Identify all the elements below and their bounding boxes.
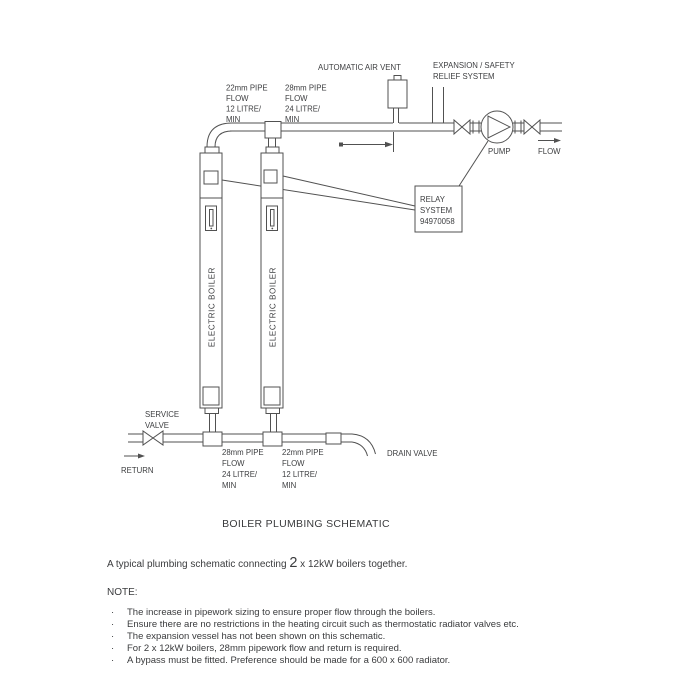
boiler-right-display	[263, 169, 278, 184]
pipe-bottom-left-label-1: 28mm PIPE	[222, 448, 264, 457]
dimension-arrow	[339, 132, 394, 152]
drain-curve-outer	[351, 433, 376, 455]
boiler-right-control-slot	[270, 209, 275, 227]
pipe-top-right-label-2: FLOW	[285, 94, 308, 103]
pump-triangle	[487, 115, 512, 139]
pump-to-relay-line	[458, 140, 489, 187]
air-vent-label: AUTOMATIC AIR VENT	[318, 63, 401, 72]
pipe-top-right-label-3: 24 LITRE/	[285, 105, 321, 114]
return-arrow	[124, 453, 145, 459]
boiler-left-bottom-connection	[202, 407, 223, 447]
pump-inlet-valve	[453, 118, 480, 136]
boiler-right-label: ELECTRIC BOILER	[269, 267, 278, 347]
diagram-labels: AUTOMATIC AIR VENT EXPANSION / SAFETY RE…	[121, 61, 561, 490]
bullet-icon: ·	[111, 631, 115, 642]
bullet-icon: ·	[111, 619, 115, 630]
pipe-bottom-left-label-2: FLOW	[222, 459, 245, 468]
drain-valve-label: DRAIN VALVE	[387, 449, 437, 458]
description-part2: x 12kW boilers together.	[297, 559, 408, 570]
boiler-left-to-relay-line	[221, 179, 416, 211]
pipe-coupling	[325, 432, 342, 445]
pipe-top-left-label-2: FLOW	[226, 94, 249, 103]
pump-label: PUMP	[488, 147, 511, 156]
pipe-top-right-label-1: 28mm PIPE	[285, 84, 327, 93]
drain-curve-inner	[351, 441, 368, 457]
bullet-icon: ·	[111, 655, 115, 666]
top-flow-pipe	[206, 122, 562, 148]
boiler-left-control-slot	[209, 209, 214, 227]
boiler-left-top-flange	[204, 146, 220, 154]
description-part1: A typical plumbing schematic connecting	[107, 559, 290, 570]
pipe-top-left-label-4: MIN	[226, 115, 240, 124]
expansion-label-line1: EXPANSION / SAFETY	[433, 61, 516, 70]
pipe-bottom-left-label-3: 24 LITRE/	[222, 470, 258, 479]
note-item: · For 2 x 12kW boilers, 28mm pipework fl…	[111, 643, 671, 655]
service-valve-label-line1: SERVICE	[145, 410, 179, 419]
boiler-left-control-panel	[205, 205, 217, 231]
boiler-right-control-panel	[266, 205, 278, 231]
boiler-right-to-relay-line	[282, 175, 416, 207]
description-highlight: 2	[289, 555, 298, 571]
boiler-right-top-connection	[264, 121, 282, 154]
elbow-outer	[206, 122, 233, 148]
pump	[480, 110, 514, 144]
pipe-bottom-right-label-2: FLOW	[282, 459, 305, 468]
elbow-inner	[214, 130, 233, 148]
air-vent	[387, 75, 408, 123]
pump-outlet-valve	[514, 118, 541, 136]
bottom-tee-right	[262, 431, 283, 447]
note-item-text: The increase in pipework sizing to ensur…	[127, 607, 436, 618]
flow-arrow	[538, 138, 561, 143]
schematic-caption: BOILER PLUMBING SCHEMATIC	[222, 518, 390, 530]
note-heading: NOTE:	[107, 587, 138, 598]
expansion-label-line2: RELIEF SYSTEM	[433, 72, 495, 81]
pipe-bottom-right-label-4: MIN	[282, 481, 296, 490]
pump-circle	[480, 110, 514, 144]
description-text: A typical plumbing schematic connecting …	[107, 556, 407, 572]
pipe-bottom-right-label-1: 22mm PIPE	[282, 448, 324, 457]
pipe-top-left-label-1: 22mm PIPE	[226, 84, 268, 93]
pipe-bottom-right-label-3: 12 LITRE/	[282, 470, 318, 479]
air-vent-body	[387, 79, 408, 109]
note-item: · The expansion vessel has not been show…	[111, 631, 671, 643]
relay-label-line1: RELAY	[420, 195, 446, 204]
note-item-text: The expansion vessel has not been shown …	[127, 631, 386, 642]
relay-label-line2: SYSTEM	[420, 206, 452, 215]
return-label: RETURN	[121, 466, 154, 475]
boiler-left-control-dot	[210, 227, 213, 230]
bottom-tee-left	[202, 431, 223, 447]
note-item-text: For 2 x 12kW boilers, 28mm pipework flow…	[127, 643, 402, 654]
boiler-left-label: ELECTRIC BOILER	[208, 267, 217, 347]
expansion-relief-pipes	[432, 87, 444, 123]
air-vent-pipe	[393, 108, 399, 123]
note-item: · A bypass must be fitted. Preference sh…	[111, 655, 671, 667]
bullet-icon: ·	[111, 607, 115, 618]
note-item: · The increase in pipework sizing to ens…	[111, 607, 671, 619]
air-vent-cap	[393, 75, 402, 81]
note-list: · The increase in pipework sizing to ens…	[111, 607, 671, 667]
boiler-right-bottom-panel	[263, 386, 281, 406]
boiler-left-display	[203, 170, 219, 185]
note-item-text: Ensure there are no restrictions in the …	[127, 619, 519, 630]
note-item: · Ensure there are no restrictions in th…	[111, 619, 671, 631]
flow-label: FLOW	[538, 147, 561, 156]
pipe-top-right-label-4: MIN	[285, 115, 299, 124]
boiler-left	[199, 152, 223, 409]
service-valve	[142, 430, 164, 446]
boiler-right-top-flange	[265, 146, 280, 154]
pipe-bottom-left-label-4: MIN	[222, 481, 236, 490]
relay-box	[414, 185, 463, 233]
boiler-right-bottom-connection	[262, 407, 283, 447]
service-valve-label-line2: VALVE	[145, 421, 169, 430]
note-item-text: A bypass must be fitted. Preference shou…	[127, 655, 451, 666]
pipe-top-left-label-3: 12 LITRE/	[226, 105, 262, 114]
return-pipe	[128, 432, 376, 457]
bullet-icon: ·	[111, 643, 115, 654]
boiler-right-control-dot	[271, 227, 274, 230]
top-tee-junction	[264, 121, 282, 139]
relay-label-line3: 94970058	[420, 217, 455, 226]
relay-leader-lines	[221, 140, 489, 211]
boiler-left-bottom-panel	[202, 386, 220, 406]
